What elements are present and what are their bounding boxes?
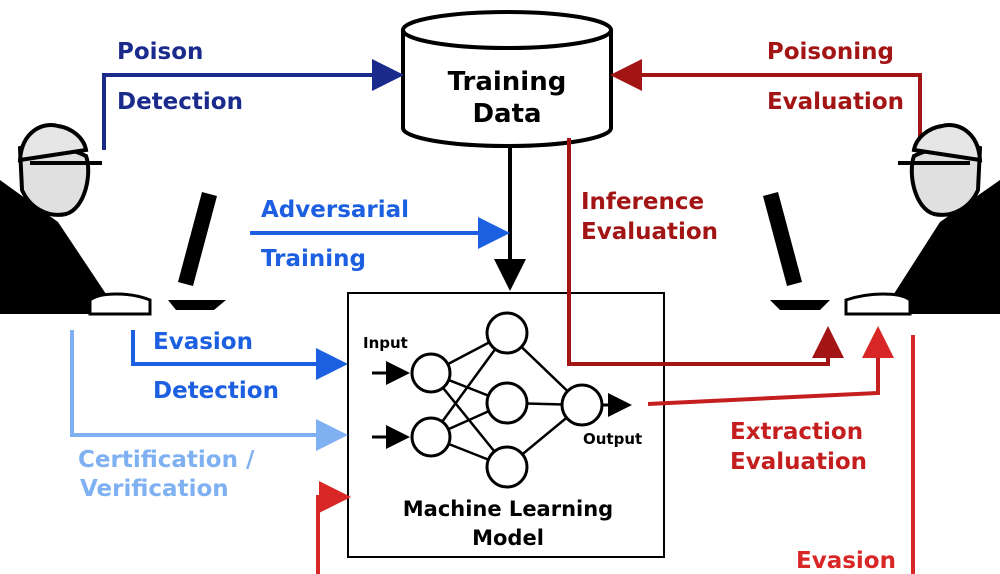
right-hacker-icon — [763, 123, 1000, 316]
poison-detection-label-2: Detection — [117, 89, 243, 115]
poisoning-evaluation-label-1: Poisoning — [767, 39, 894, 65]
certification-arrow — [70, 330, 348, 451]
certification-label-2: Verification — [80, 476, 229, 502]
inference-evaluation-label-2: Evaluation — [581, 219, 718, 245]
certification-label-1: Certification / — [78, 447, 255, 473]
extraction-evaluation-arrow — [647, 326, 894, 406]
inference-evaluation-label-1: Inference — [581, 189, 704, 215]
model-label-1: Machine Learning — [403, 497, 613, 521]
poisoning-evaluation-label-2: Evaluation — [767, 89, 904, 115]
poison-detection-label-1: Poison — [117, 39, 203, 65]
neural-network-nodes — [410, 311, 604, 489]
adversarial-training-label-1: Adversarial — [261, 197, 409, 223]
evasion-attack-label: Evasion — [796, 548, 896, 574]
evasion-detection-label-1: Evasion — [153, 329, 253, 355]
evasion-attack-arrow — [316, 481, 351, 574]
model-label-2: Model — [472, 526, 544, 550]
adversarial-training-label-2: Training — [261, 246, 366, 272]
input-label: Input — [363, 334, 408, 352]
poison-detection-arrow — [102, 59, 404, 150]
training-data-label-1: Training — [448, 67, 567, 97]
training-data-label-2: Data — [472, 99, 541, 129]
inference-evaluation-arrow — [567, 138, 844, 366]
output-label: Output — [583, 430, 642, 448]
extraction-evaluation-label-2: Evaluation — [730, 449, 867, 475]
extraction-evaluation-label-1: Extraction — [730, 419, 863, 445]
ml-model-box: Input Output Machine Learning Model — [347, 292, 665, 558]
evasion-detection-label-2: Detection — [153, 378, 279, 404]
evasion-detection-arrow — [131, 330, 348, 380]
poisoning-evaluation-arrow — [610, 59, 922, 150]
training-data-cylinder: Training Data — [401, 10, 613, 148]
left-hacker-icon — [0, 123, 226, 316]
